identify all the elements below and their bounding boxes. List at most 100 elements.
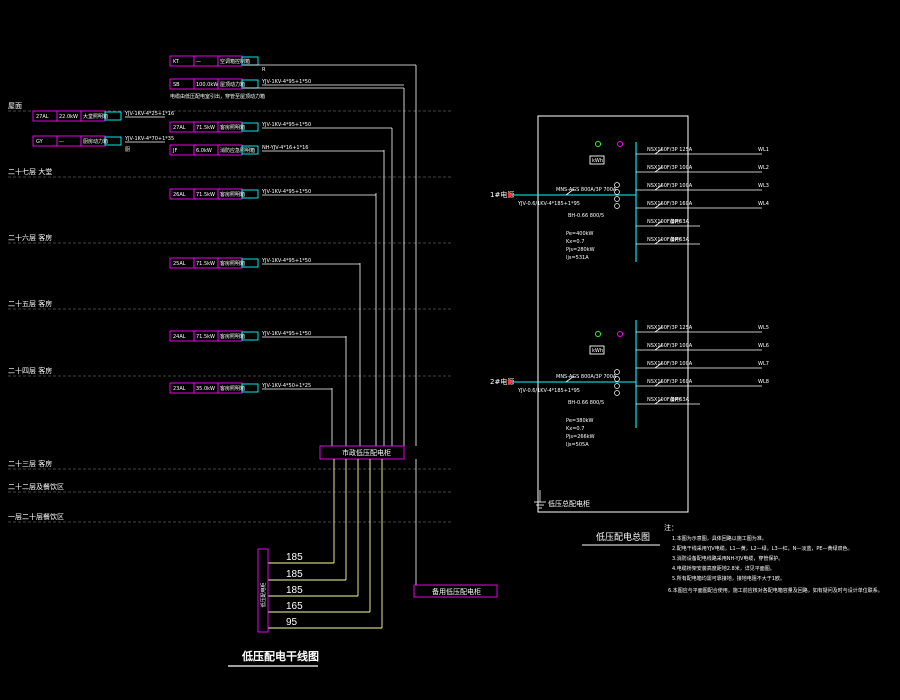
branch-load: WL3 xyxy=(758,183,769,189)
load-param: Kx=0.7 xyxy=(566,239,584,245)
branch-breaker-label: NSX160F/3P 100A xyxy=(647,343,693,349)
supply-name: 厨房动力箱 xyxy=(83,138,108,145)
supply-name: 客房照明箱 xyxy=(220,260,245,267)
supply-power: 71.5kW xyxy=(196,125,215,131)
branch-load: WL7 xyxy=(758,361,769,367)
breaker-icon xyxy=(565,375,575,383)
supply-name: 客房照明箱 xyxy=(220,124,245,131)
cable-size: 185 xyxy=(286,585,303,596)
load-param: Ijs=531A xyxy=(566,255,589,261)
incoming-arrow-icon xyxy=(508,192,513,198)
device-box-icon xyxy=(241,122,259,132)
right-diagram-title: 低压配电总图 xyxy=(596,531,650,543)
cable-label: YJV-1KV-4*95+1*50 xyxy=(261,331,311,337)
branch-load: 备用 xyxy=(670,218,680,225)
incoming-label: 2#电源 xyxy=(490,377,514,386)
incoming-cable: YJV-0.6/1KV-4*185+1*95 xyxy=(517,388,580,394)
floor-label: 二十四层 客房 xyxy=(8,366,52,375)
meter-box xyxy=(589,345,605,355)
indicator-icon xyxy=(594,140,602,148)
breaker-label: MNS-AGS 800A/3P 700A xyxy=(556,187,617,193)
branch-load: WL5 xyxy=(758,325,769,331)
notes-title: 注： xyxy=(664,523,678,532)
cable-label: YJV-1KV-4*95+1*50 xyxy=(261,189,311,195)
cable-size: 185 xyxy=(286,569,303,580)
supply-code: GY xyxy=(36,139,44,145)
left-diagram-title: 低压配电干线图 xyxy=(241,649,319,663)
supply-power: 6.0kW xyxy=(196,148,212,154)
floor-label: 二十七层 大堂 xyxy=(8,167,52,176)
load-param: Pjs=280kW xyxy=(566,247,595,253)
cable-label: YJV-1KV-4*95+1*50 xyxy=(261,79,311,85)
branch-breaker-icon xyxy=(654,220,663,227)
cable-size: 95 xyxy=(286,617,298,628)
supply-name: 消防应急照明箱 xyxy=(220,147,255,154)
supply-name: 大堂照明箱 xyxy=(83,113,108,120)
incoming-cable: YJV-0.6/1KV-4*185+1*95 xyxy=(517,201,580,207)
floor-label: 二十三层 客房 xyxy=(8,459,52,468)
load-param: Pe=400kW xyxy=(566,231,594,237)
load-param: Pjs=266kW xyxy=(566,434,595,440)
ct-coil-icon xyxy=(614,203,620,209)
supply-power: 71.5kW xyxy=(196,334,215,340)
branch-breaker-icon xyxy=(654,166,663,173)
ct-label: BH-0.66 800/5 xyxy=(568,400,604,406)
branch-breaker-icon xyxy=(654,202,663,209)
supply-power: — xyxy=(196,59,201,65)
supply-code: KT xyxy=(173,59,180,65)
branch-breaker-label: NSX160F/3P 100A xyxy=(647,183,693,189)
meter-label: kWh xyxy=(592,158,603,164)
supply-name: 客房照明箱 xyxy=(220,191,245,198)
branch-breaker-label: NSX160F/3P 160A xyxy=(647,201,693,207)
supply-name: 屋顶动力箱 xyxy=(220,81,245,88)
branch-breaker-label: NSX160F/3P 125A xyxy=(647,325,693,331)
branch-breaker-label: NSX100F/3P 63A xyxy=(647,397,690,403)
main-cabinet-box xyxy=(319,445,405,460)
ct-label: BH-0.66 800/5 xyxy=(568,213,604,219)
supply-power: 71.5kW xyxy=(196,192,215,198)
floor-label: 二十五层 客房 xyxy=(8,299,52,308)
branch-load: WL6 xyxy=(758,343,769,349)
branch-breaker-icon xyxy=(654,398,663,405)
note-line: 1.本图为示意图，具体回路以施工图为准。 xyxy=(672,535,767,542)
supply-name: 客房照明箱 xyxy=(220,333,245,340)
incoming-arrow-icon xyxy=(508,379,513,385)
branch-load: WL1 xyxy=(758,147,769,153)
supply-name: 空调箱控制箱 xyxy=(220,58,250,65)
supply-code: SB xyxy=(173,82,180,88)
branch-breaker-label: NSX160F/3P 100A xyxy=(647,361,693,367)
note-line: 5.所有配电箱均需可靠接地，接地电阻不大于1欧。 xyxy=(672,575,785,582)
indicator-icon xyxy=(616,330,624,338)
load-param: Pe=380kW xyxy=(566,418,594,424)
ct-coil-icon xyxy=(614,369,620,375)
device-box-icon xyxy=(241,331,259,341)
cable-label: YJV-1KV-4*95+1*50 xyxy=(261,258,311,264)
supply-code: 24AL xyxy=(173,334,186,340)
branch-breaker-label: NSX100F/3P 63A xyxy=(647,219,690,225)
aux-cabinet-label: 备用低压配电柜 xyxy=(432,587,481,596)
breaker-label: MNS-AGS 800A/3P 700A xyxy=(556,374,617,380)
supply-code: JF xyxy=(172,148,177,154)
branch-breaker-icon xyxy=(654,148,663,155)
ct-coil-icon xyxy=(614,196,620,202)
branch-breaker-icon xyxy=(654,362,663,369)
supply-code: 26AL xyxy=(173,192,186,198)
branch-load: WL4 xyxy=(758,201,769,207)
branch-breaker-icon xyxy=(654,184,663,191)
supply-tag: R xyxy=(262,67,266,73)
load-param: Kx=0.7 xyxy=(566,426,584,432)
branch-load: 备用 xyxy=(670,396,680,403)
floor-label: 屋面 xyxy=(8,102,22,110)
branch-breaker-label: NSX160F/3P 125A xyxy=(647,147,693,153)
supply-power: 71.5kW xyxy=(196,261,215,267)
supply-code: 25AL xyxy=(173,261,186,267)
supply-note: 电缆由低压配电室引出，穿管至屋顶动力箱 xyxy=(170,93,265,100)
supply-name: 客房照明箱 xyxy=(220,385,245,392)
floor-label: 一层二十层餐饮区 xyxy=(8,512,64,521)
branch-breaker-icon xyxy=(654,380,663,387)
main-panel-label: 低压总配电柜 xyxy=(548,499,590,508)
cable-size: 165 xyxy=(286,601,303,612)
low-voltage-cabinet-box xyxy=(257,548,269,633)
